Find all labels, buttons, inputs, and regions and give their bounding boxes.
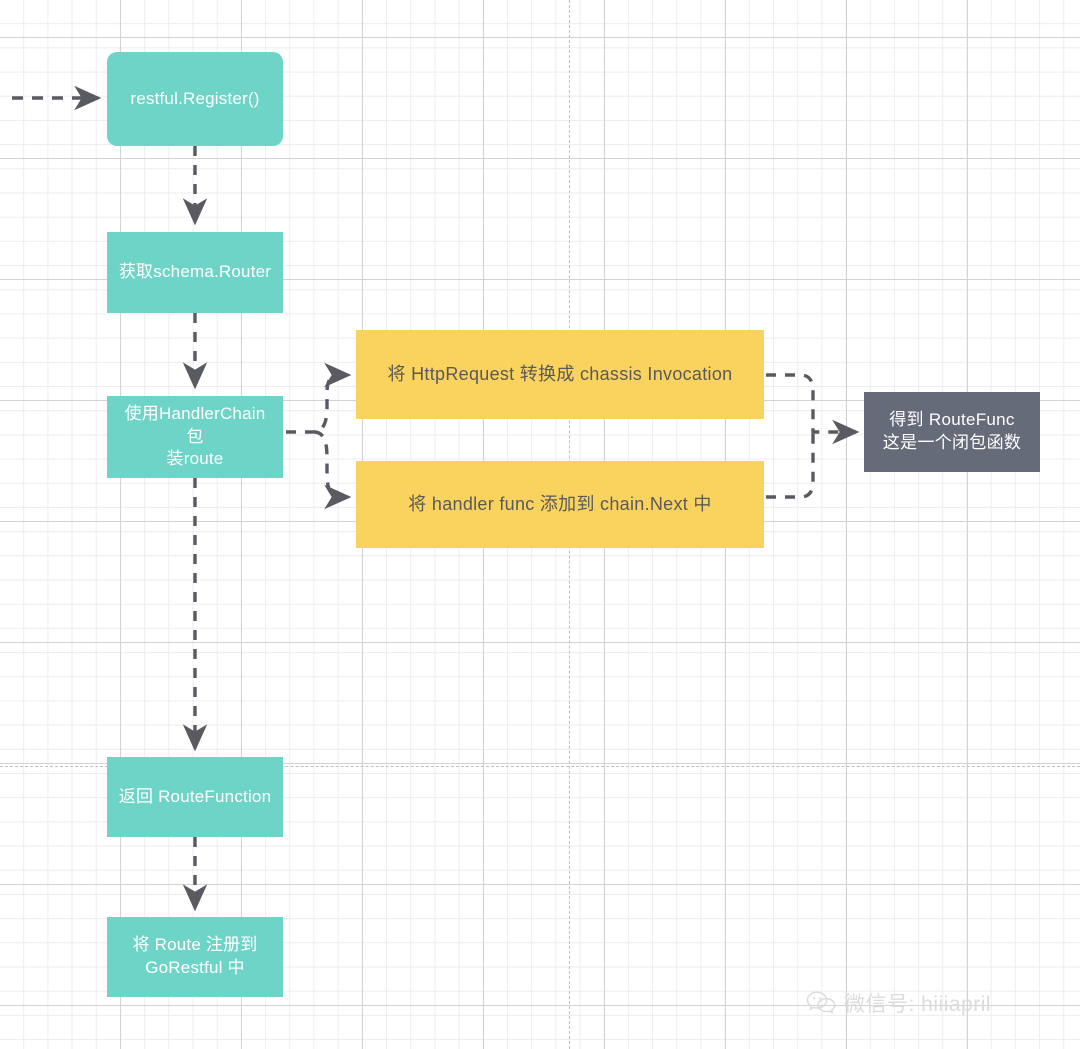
node-register-route-to-gorestful[interactable]: 将 Route 注册到 GoRestful 中 [107,917,283,997]
node-convert-httprequest-to-invocation[interactable]: 将 HttpRequest 转换成 chassis Invocation [356,330,764,419]
edge-chain-rf [766,432,815,499]
node-return-routefunction[interactable]: 返回 RouteFunction [107,757,283,837]
watermark-text: 微信号: hiiiapril [844,993,992,1016]
wechat-icon [806,991,836,1015]
node-restful-register[interactable]: restful.Register() [107,52,283,146]
edge-invocation-rf [766,373,860,445]
node-wrap-route-handlerchain[interactable]: 使用HandlerChain 包 装route [107,396,283,478]
node-routefunc-closure[interactable]: 得到 RouteFunc 这是一个闭包函数 [864,392,1040,472]
edge-wrap-chain [313,430,352,510]
edge-wrap-invocation [286,362,352,434]
node-get-schema-router[interactable]: 获取schema.Router [107,232,283,313]
node-add-handler-func-to-chain-next[interactable]: 将 handler func 添加到 chain.Next 中 [356,461,764,548]
watermark: 微信号: hiiiapril [806,988,991,1018]
